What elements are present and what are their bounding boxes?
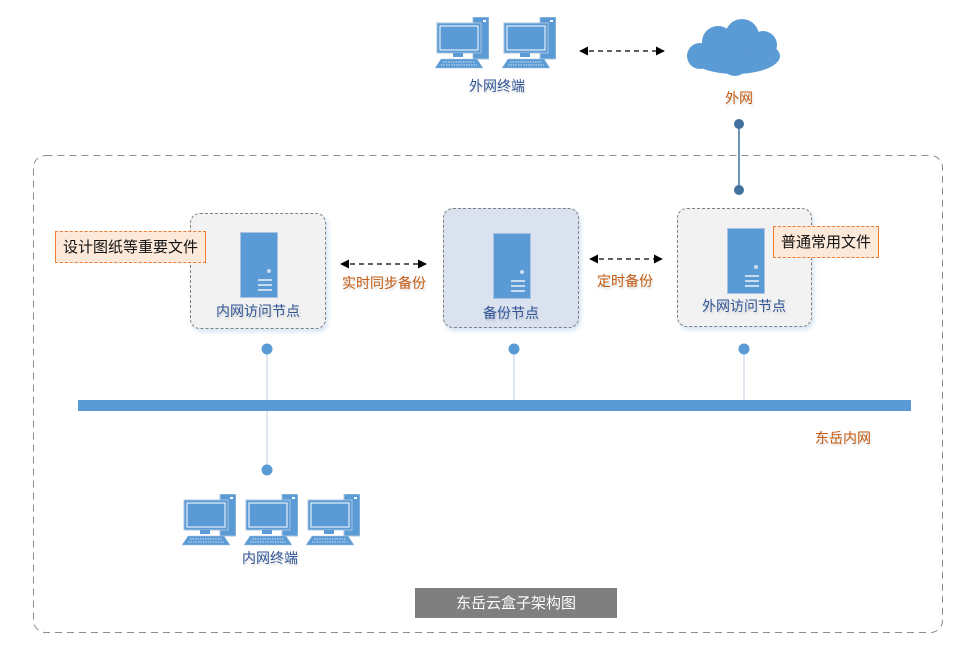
- intranet-label: 东岳内网: [815, 431, 871, 447]
- server-icon: [493, 233, 531, 299]
- realtime-sync-label: 实时同步备份: [342, 276, 426, 292]
- internal-terminal-icon: [306, 494, 360, 546]
- external-terminal-icon: [435, 17, 489, 69]
- intranet-boundary: [33, 155, 943, 633]
- node2-dot: [508, 343, 520, 355]
- backup-node-label: 备份节点: [483, 306, 539, 322]
- internal-terminal-icon: [244, 494, 298, 546]
- uplink-dot-bottom: [734, 185, 744, 195]
- common-files-note: 普通常用文件: [773, 226, 880, 258]
- scheduled-backup-label: 定时备份: [597, 274, 653, 290]
- backup-node[interactable]: 备份节点: [443, 208, 579, 328]
- internal-terminal-icon: [182, 494, 236, 546]
- diagram-title: 东岳云盒子架构图: [415, 588, 617, 618]
- server-icon: [727, 228, 765, 294]
- cloud-icon: [687, 19, 780, 76]
- internet-label: 外网: [725, 91, 753, 107]
- external-terminals-label: 外网终端: [469, 79, 525, 95]
- internal-access-node[interactable]: 内网访问节点: [190, 213, 326, 329]
- terminals-dot: [261, 464, 273, 476]
- node1-dot: [261, 343, 273, 355]
- server-icon: [240, 232, 278, 298]
- internal-access-node-label: 内网访问节点: [216, 304, 300, 320]
- internal-terminals-label: 内网终端: [242, 551, 298, 567]
- external-terminal-icon: [502, 17, 556, 69]
- uplink-dot-top: [734, 119, 744, 129]
- external-access-node-label: 外网访问节点: [702, 299, 786, 315]
- important-files-note: 设计图纸等重要文件: [55, 231, 207, 263]
- node3-dot: [738, 343, 750, 355]
- intranet-bus: [78, 400, 911, 411]
